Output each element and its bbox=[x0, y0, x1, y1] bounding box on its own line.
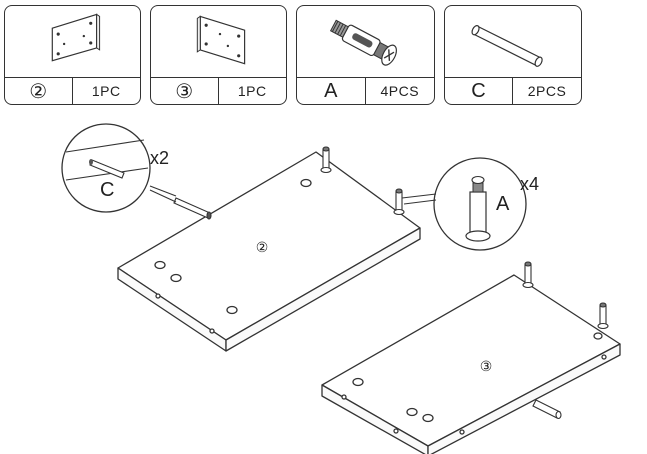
part-qty: 1PC bbox=[237, 83, 267, 99]
part-card-cam-bolt: A 4PCS bbox=[296, 5, 435, 105]
part-id: A bbox=[297, 78, 366, 104]
part-qty: 4PCS bbox=[380, 83, 420, 99]
wooden-dowel-icon bbox=[173, 197, 212, 220]
panel-2-label: ② bbox=[256, 239, 269, 255]
part-id: ② bbox=[5, 78, 73, 104]
panel-2-icon bbox=[51, 13, 101, 62]
part-qty: 1PC bbox=[91, 83, 121, 99]
dowel-callout-count: x2 bbox=[150, 148, 169, 168]
cam-bolt-icon bbox=[329, 19, 397, 66]
panel-2 bbox=[117, 151, 421, 352]
cam-bolt-icon bbox=[522, 261, 534, 289]
dowel-callout-letter: C bbox=[100, 179, 114, 201]
panel-3-label: ③ bbox=[480, 358, 493, 374]
part-card-panel-2: ② 1PC bbox=[4, 5, 141, 105]
part-id: ③ bbox=[151, 78, 219, 104]
cam-bolt-icon bbox=[597, 302, 609, 330]
cam-bolt-icon bbox=[393, 188, 405, 216]
part-id: C bbox=[445, 78, 513, 104]
part-card-dowel: C 2PCS bbox=[444, 5, 582, 105]
wooden-dowel-icon bbox=[532, 399, 562, 420]
part-qty: 2PCS bbox=[527, 83, 567, 99]
dowel-callout bbox=[61, 123, 177, 213]
bolt-callout-count: x4 bbox=[520, 174, 539, 194]
cam-bolt-icon bbox=[320, 146, 332, 174]
cam-bolt-callout bbox=[401, 157, 527, 251]
part-card-panel-3: ③ 1PC bbox=[150, 5, 287, 105]
wooden-dowel-icon bbox=[471, 25, 543, 67]
panel-3 bbox=[321, 274, 621, 454]
panel-3-icon bbox=[196, 15, 246, 65]
bolt-callout-letter: A bbox=[496, 193, 510, 215]
